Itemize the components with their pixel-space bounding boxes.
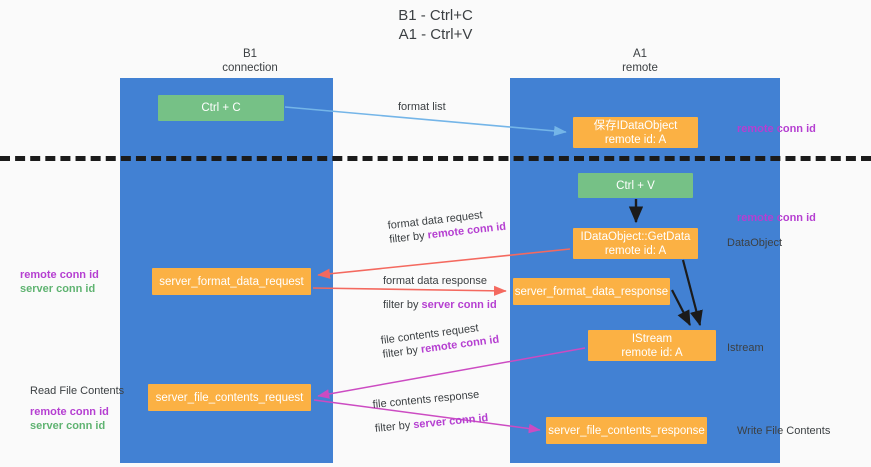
node-istream[interactable]: IStream remote id: A bbox=[588, 330, 716, 361]
side-label-remote-conn-id-1: remote conn id bbox=[20, 269, 99, 281]
node-idataobject-getdata[interactable]: IDataObject::GetData remote id: A bbox=[573, 228, 698, 259]
filter-prefix: filter by bbox=[374, 419, 414, 435]
node-server-format-data-response-label: server_format_data_response bbox=[514, 285, 669, 298]
side-label-dataobject: DataObject bbox=[727, 237, 783, 249]
filter-prefix: filter by bbox=[381, 343, 422, 361]
side-label-remote-conn-id-top: remote conn id bbox=[737, 123, 816, 135]
side-label-remote-conn-id-2: remote conn id bbox=[30, 406, 109, 418]
side-label-group-read-file: Read File Contents remote conn id server… bbox=[30, 384, 124, 433]
edge-label-file-contents-response-filter: filter by server conn id bbox=[374, 411, 489, 436]
side-label-write-file-contents: Write File Contents bbox=[737, 425, 831, 437]
side-label-group-conn-ids-1: remote conn id server conn id bbox=[20, 268, 99, 296]
side-label-read-file-contents: Read File Contents bbox=[30, 385, 125, 397]
edge-label-format-list: format list bbox=[398, 101, 446, 113]
edge-label-format-data-response: format data response filter by server co… bbox=[383, 274, 497, 312]
node-ctrl-v-label: Ctrl + V bbox=[616, 179, 655, 192]
node-server-file-contents-response-label: server_file_contents_response bbox=[548, 424, 705, 437]
column-caption-a1: A1 remote bbox=[622, 48, 658, 74]
node-ctrl-c-label: Ctrl + C bbox=[201, 102, 241, 114]
node-ctrl-c[interactable]: Ctrl + C bbox=[158, 95, 284, 121]
side-label-server-conn-id-2: server conn id bbox=[30, 420, 106, 432]
node-istream-subtitle: remote id: A bbox=[621, 346, 683, 359]
side-label-server-conn-id-1: server conn id bbox=[20, 283, 96, 295]
filter-prefix: filter by bbox=[383, 299, 422, 311]
edge-label-file-contents-response-line1: file contents response bbox=[372, 388, 480, 411]
edge-label-format-data-response-line1: format data response bbox=[383, 275, 487, 287]
filter-key-server-conn-id: server conn id bbox=[412, 411, 489, 432]
node-ctrl-v[interactable]: Ctrl + V bbox=[578, 173, 693, 198]
side-label-istream: Istream bbox=[727, 342, 764, 354]
side-label-remote-conn-id-mid: remote conn id bbox=[737, 212, 816, 224]
node-server-format-data-request[interactable]: server_format_data_request bbox=[152, 268, 311, 295]
filter-prefix: filter by bbox=[388, 229, 429, 246]
node-getdata-subtitle: remote id: A bbox=[604, 244, 667, 257]
node-idataobject[interactable]: 保存IDataObject remote id: A bbox=[573, 117, 698, 148]
node-server-format-data-request-label: server_format_data_request bbox=[159, 275, 304, 288]
edge-label-file-contents-response: file contents response filter by server … bbox=[372, 387, 489, 436]
filter-key-server-conn-id: server conn id bbox=[421, 299, 497, 311]
node-server-file-contents-request[interactable]: server_file_contents_request bbox=[148, 384, 311, 411]
edge-label-format-data-request: format data request filter by remote con… bbox=[387, 206, 507, 247]
phase-divider bbox=[0, 156, 871, 161]
edge-label-file-contents-request: file contents request filter by remote c… bbox=[380, 319, 500, 362]
page-title: B1 - Ctrl+C A1 - Ctrl+V bbox=[398, 7, 473, 43]
column-caption-b1: B1 connection bbox=[222, 48, 278, 74]
node-server-file-contents-response[interactable]: server_file_contents_response bbox=[546, 417, 707, 444]
node-istream-title: IStream bbox=[631, 332, 673, 345]
edge-label-format-data-response-filter: filter by server conn id bbox=[383, 298, 497, 312]
node-server-file-contents-request-label: server_file_contents_request bbox=[155, 391, 304, 404]
node-idataobject-subtitle: remote id: A bbox=[604, 133, 667, 146]
node-getdata-title: IDataObject::GetData bbox=[580, 230, 691, 243]
node-server-format-data-response[interactable]: server_format_data_response bbox=[513, 278, 670, 305]
node-idataobject-title: 保存IDataObject bbox=[593, 119, 678, 132]
